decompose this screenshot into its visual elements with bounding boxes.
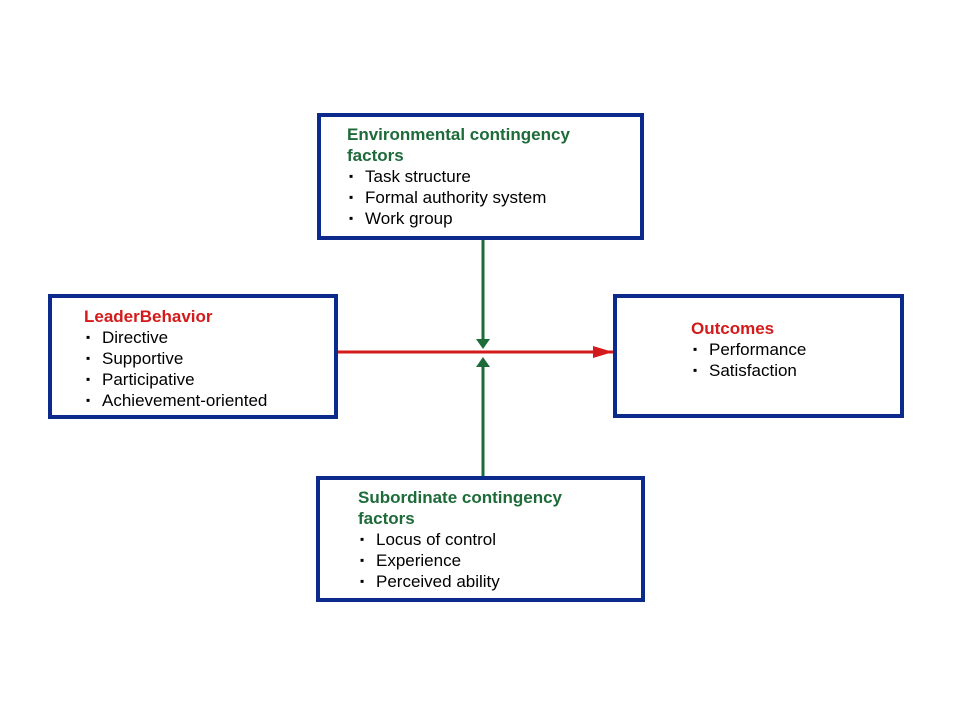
list-item: Work group — [347, 208, 640, 229]
outcomes-list: Performance Satisfaction — [691, 339, 900, 381]
list-item: Performance — [691, 339, 900, 360]
list-item: Perceived ability — [358, 571, 641, 592]
list-item: Experience — [358, 550, 641, 571]
list-item: Directive — [84, 327, 334, 348]
leader-behavior-box: LeaderBehavior Directive Supportive Part… — [48, 294, 338, 419]
environmental-factors-title: Environmental contingency factors — [347, 125, 570, 165]
list-item: Locus of control — [358, 529, 641, 550]
leader-behavior-title: LeaderBehavior — [84, 307, 213, 326]
subordinate-factors-list: Locus of control Experience Perceived ab… — [358, 529, 641, 592]
subordinate-factors-title: Subordinate contingency factors — [358, 488, 563, 528]
list-item: Supportive — [84, 348, 334, 369]
subordinate-factors-box: Subordinate contingency factors Locus of… — [316, 476, 645, 602]
list-item: Achievement-oriented — [84, 390, 334, 411]
environmental-factors-list: Task structure Formal authority system W… — [347, 166, 640, 229]
list-item: Formal authority system — [347, 187, 640, 208]
list-item: Satisfaction — [691, 360, 900, 381]
list-item: Task structure — [347, 166, 640, 187]
list-item: Participative — [84, 369, 334, 390]
outcomes-title: Outcomes — [691, 319, 775, 338]
leader-behavior-list: Directive Supportive Participative Achie… — [84, 327, 334, 411]
environmental-factors-box: Environmental contingency factors Task s… — [317, 113, 644, 240]
outcomes-box: Outcomes Performance Satisfaction — [613, 294, 904, 418]
